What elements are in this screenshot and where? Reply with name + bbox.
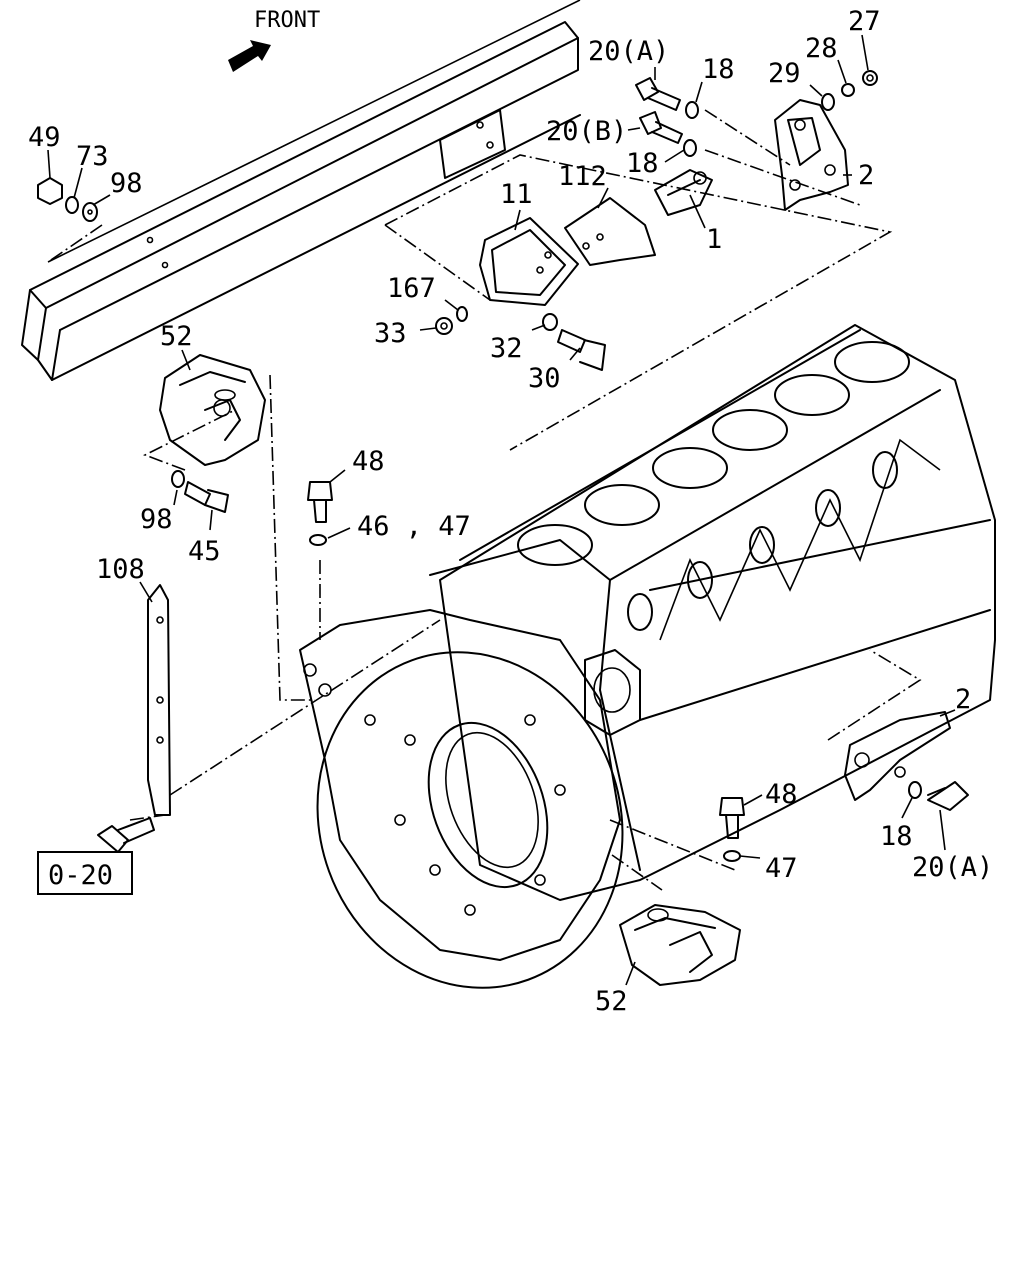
callout-33: 33	[374, 318, 407, 349]
cylinder-bore-6	[834, 341, 910, 383]
callout-2-bottom: 2	[955, 684, 971, 715]
callout-98-top: 98	[110, 168, 143, 199]
callout-48-bottom: 48	[765, 779, 798, 810]
washer-32	[542, 313, 558, 331]
callout-46-47: 46 , 47	[357, 511, 471, 542]
insulator-1	[654, 169, 713, 216]
cylinder-bore-1	[517, 524, 593, 566]
callout-48-top: 48	[352, 446, 385, 477]
label-leaders	[47, 34, 956, 986]
engine-block	[429, 324, 996, 901]
callout-20a-top: 20(A)	[588, 36, 669, 67]
washer-73	[65, 196, 79, 214]
callout-47: 47	[765, 853, 798, 884]
cylinder-bore-2	[584, 484, 660, 526]
callout-20a-bottom: 20(A)	[912, 852, 993, 883]
callout-27: 27	[848, 6, 881, 37]
washer-46-47	[309, 534, 327, 546]
callout-32: 32	[490, 333, 523, 364]
plate-11	[479, 217, 579, 306]
washer-28	[841, 83, 855, 97]
callout-112: 112	[558, 161, 607, 192]
cylinder-bore-3	[652, 447, 728, 489]
callout-52-top: 52	[160, 321, 193, 352]
washer-18-mid	[683, 139, 697, 157]
bolt-45	[184, 481, 229, 513]
bolt-48-upper	[307, 481, 333, 523]
callout-28: 28	[805, 33, 838, 64]
bolt-20a-top	[635, 77, 681, 111]
flywheel-housing	[299, 609, 641, 989]
front-arrow-icon	[228, 40, 271, 72]
front-mount-bracket	[774, 99, 849, 211]
callout-108: 108	[96, 554, 145, 585]
bolt-0-20	[97, 817, 155, 853]
washer-47	[723, 850, 741, 862]
cylinder-bore-4	[712, 409, 788, 451]
reference-box-0-20[interactable]: 0-20	[37, 851, 133, 895]
callout-30: 30	[528, 363, 561, 394]
callout-18-bottom: 18	[880, 821, 913, 852]
washer-98-top	[82, 202, 98, 222]
leader-lines	[47, 109, 922, 891]
bolt-30	[557, 329, 606, 371]
rear-mount-bracket	[844, 711, 951, 801]
washer-18-bottom	[908, 781, 922, 799]
callout-52-bottom: 52	[595, 986, 628, 1017]
nut-33	[435, 317, 453, 335]
callout-1: 1	[706, 224, 722, 255]
washer-98-bottom	[171, 470, 185, 488]
callout-18-top: 18	[702, 54, 735, 85]
callout-20b: 20(B)	[546, 116, 627, 147]
washer-18-top	[685, 101, 699, 119]
callout-18-mid: 18	[626, 148, 659, 179]
engine-mount-52-upper	[159, 354, 266, 466]
washer-167	[456, 306, 468, 322]
nut-49	[37, 177, 63, 205]
washer-29	[821, 93, 835, 111]
callout-29: 29	[768, 58, 801, 89]
callout-73: 73	[76, 141, 109, 172]
callout-167: 167	[387, 273, 436, 304]
engine-mount-52-lower	[619, 904, 741, 986]
reference-box-label: 0-20	[48, 860, 113, 891]
cylinder-bore-5	[774, 374, 850, 416]
callout-11: 11	[500, 179, 533, 210]
callout-45: 45	[188, 536, 221, 567]
bolt-20a-bottom	[927, 781, 969, 811]
bolt-20b	[639, 111, 683, 144]
callout-2-top: 2	[858, 160, 874, 191]
bracket-112	[564, 197, 656, 266]
nut-27	[862, 70, 878, 86]
callout-49: 49	[28, 122, 61, 153]
front-label: FRONT	[254, 8, 320, 33]
callout-98-bottom: 98	[140, 504, 173, 535]
bolt-48-lower	[719, 797, 745, 839]
bracket-108	[147, 584, 171, 816]
frame-rail	[21, 0, 581, 381]
